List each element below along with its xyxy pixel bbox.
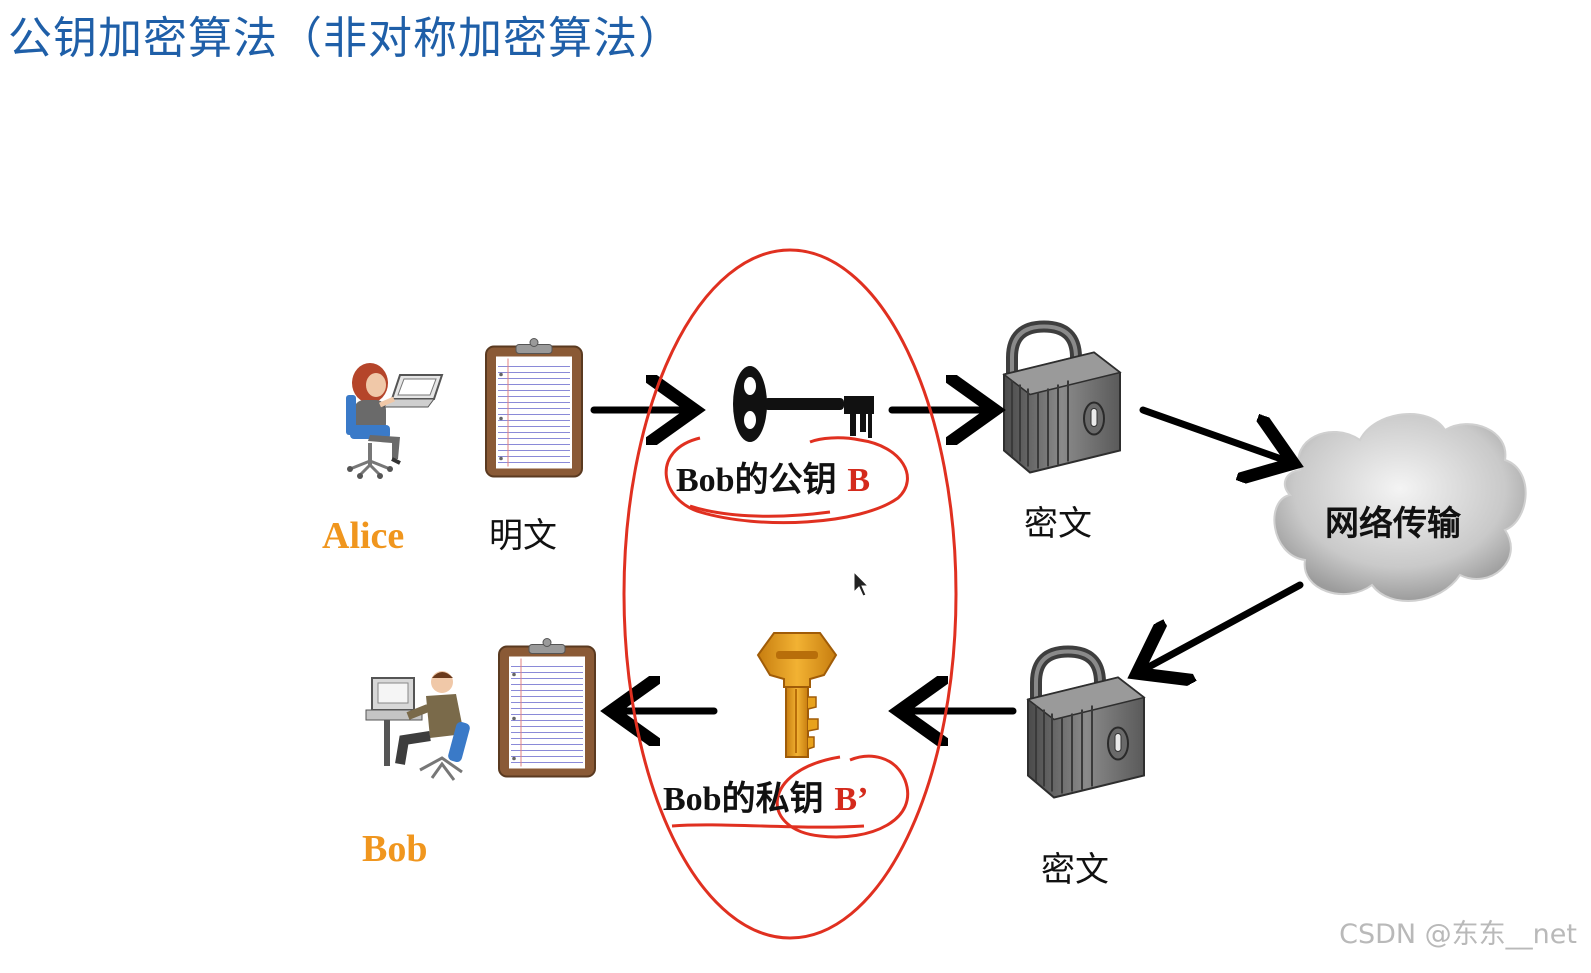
cloud-icon (1273, 413, 1527, 602)
private-key-prefix: Bob的私钥 (663, 781, 824, 818)
black-key-icon (733, 366, 874, 442)
network-label: 网络传输 (1325, 504, 1461, 544)
ciphertext-top-label: 密文 (1024, 504, 1092, 544)
watermark: CSDN @东东__net (1339, 919, 1577, 950)
padlock-icon (1028, 652, 1144, 798)
arrow-icon (590, 410, 1300, 711)
cursor-icon (853, 570, 870, 597)
public-key-prefix: Bob的公钥 (676, 462, 837, 499)
ciphertext-bottom-label: 密文 (1041, 850, 1109, 890)
alice-label: Alice (322, 515, 405, 557)
alice-person-icon (346, 363, 444, 479)
public-key-letter: B (847, 462, 871, 499)
gold-key-icon (756, 632, 838, 758)
private-key-letter: B’ (834, 781, 869, 818)
private-key-label: Bob的私钥 B’ (663, 771, 868, 820)
clipboard-icon (497, 637, 597, 778)
plaintext-label: 明文 (489, 516, 557, 556)
bob-person-icon (365, 671, 470, 781)
public-key-label: Bob的公钥 B (676, 452, 870, 501)
clipboard-icon (484, 337, 584, 478)
page-title: 公钥加密算法（非对称加密算法） (8, 13, 683, 64)
red-annotation (622, 248, 958, 940)
padlock-icon (1004, 327, 1120, 473)
bob-label: Bob (362, 828, 428, 870)
